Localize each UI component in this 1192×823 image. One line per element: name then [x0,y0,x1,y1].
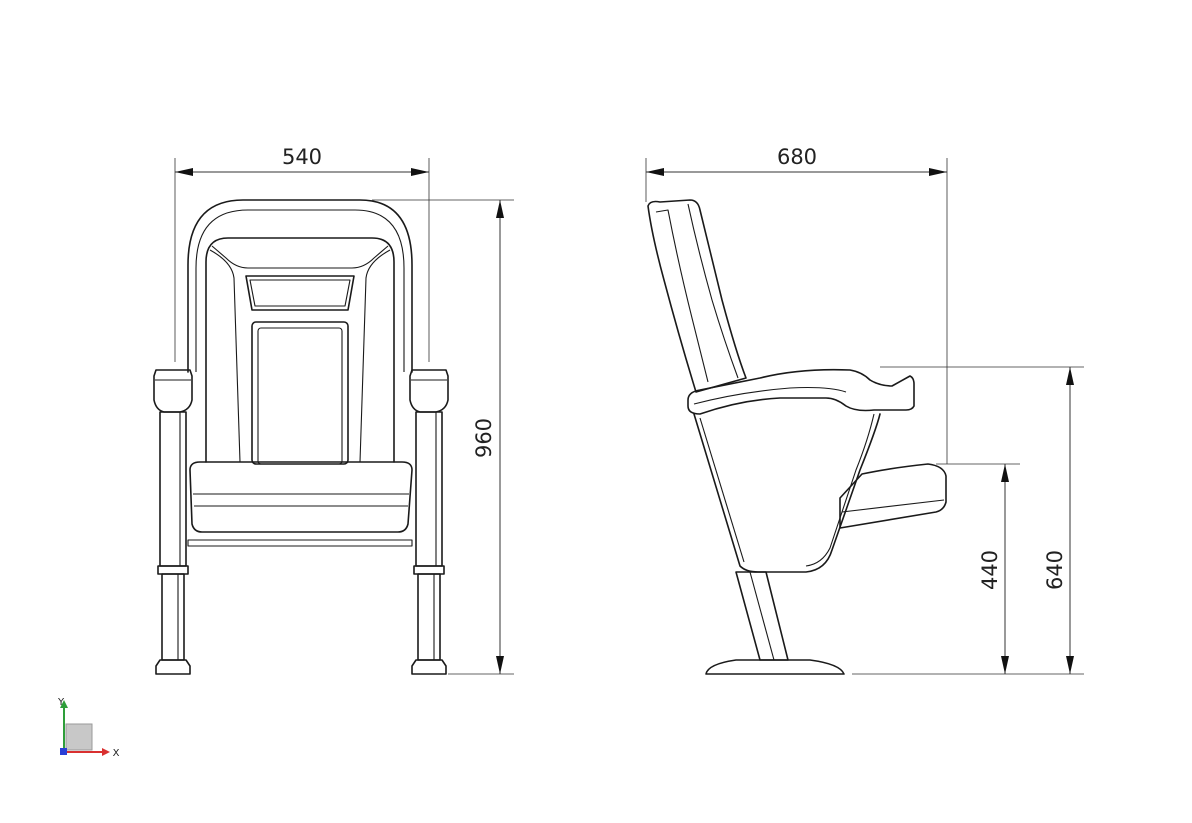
backrest-top-band [211,245,389,269]
arrow-bottom [496,656,504,674]
back-panel-inner [257,327,343,465]
right-foot [411,659,447,675]
side-seat-height-dimension: 440 [936,463,1020,674]
backrest-right-curve [359,249,391,463]
ucs-y-label: Y [57,697,65,708]
backrest-outer-inner [195,209,405,372]
backrest-left-curve [209,249,241,463]
side-armrest-height-dimension: 640 [852,366,1084,675]
arrow-left [175,168,193,176]
side-backrest-seam [687,203,739,379]
side-panel-inner-curve [805,413,875,567]
backrest-outer [187,199,413,373]
arrow-top [496,200,504,218]
right-armrest-cap [409,369,449,413]
side-pedestal-edge [749,571,775,661]
left-leg-collar [157,565,189,575]
side-panel [693,413,881,573]
side-seat [839,463,947,529]
head-panel-inner [249,279,351,307]
left-foot [155,659,191,675]
seat-cushion [189,461,413,533]
ucs-x-arrow [102,748,110,756]
side-base-plate [705,659,845,675]
seat-crossbar [187,539,413,547]
front-width-dimension: 540 [174,145,430,362]
arrow-right [411,168,429,176]
arrow-bottom [1001,656,1009,674]
side-armrest [687,368,915,415]
side-backrest [647,199,747,393]
ucs-plane-square [65,723,93,751]
front-height-dimension: 960 [372,199,514,675]
front-view-chair [153,199,449,675]
left-lower-leg [161,573,185,661]
dimension-label-680: 680 [777,145,817,169]
right-lower-leg [417,573,441,661]
back-panel [251,321,349,465]
dimension-label-540: 540 [282,145,322,169]
head-panel [245,275,355,311]
ucs-z-marker [60,748,67,755]
side-panel-inner-edge [699,417,745,563]
side-backrest-inner [655,209,709,383]
side-seat-seam [841,499,945,513]
arrow-top [1066,367,1074,385]
dimension-label-960: 960 [472,418,496,458]
arrow-left [646,168,664,176]
arrow-right [929,168,947,176]
side-view-chair [647,199,947,675]
ucs-x-label: X [113,748,120,759]
arrow-top [1001,464,1009,482]
backrest-inner-frame [205,237,395,463]
arrow-bottom [1066,656,1074,674]
ucs-y-arrow [60,700,68,708]
right-leg-collar [413,565,445,575]
right-upper-leg [415,411,443,567]
left-armrest-cap [153,369,193,413]
dimension-label-440: 440 [978,550,1002,590]
dimension-label-640: 640 [1043,550,1067,590]
side-armrest-line [693,386,847,405]
ucs-icon: Y X [57,697,120,759]
left-upper-leg [159,411,187,567]
side-depth-dimension: 680 [645,145,948,464]
